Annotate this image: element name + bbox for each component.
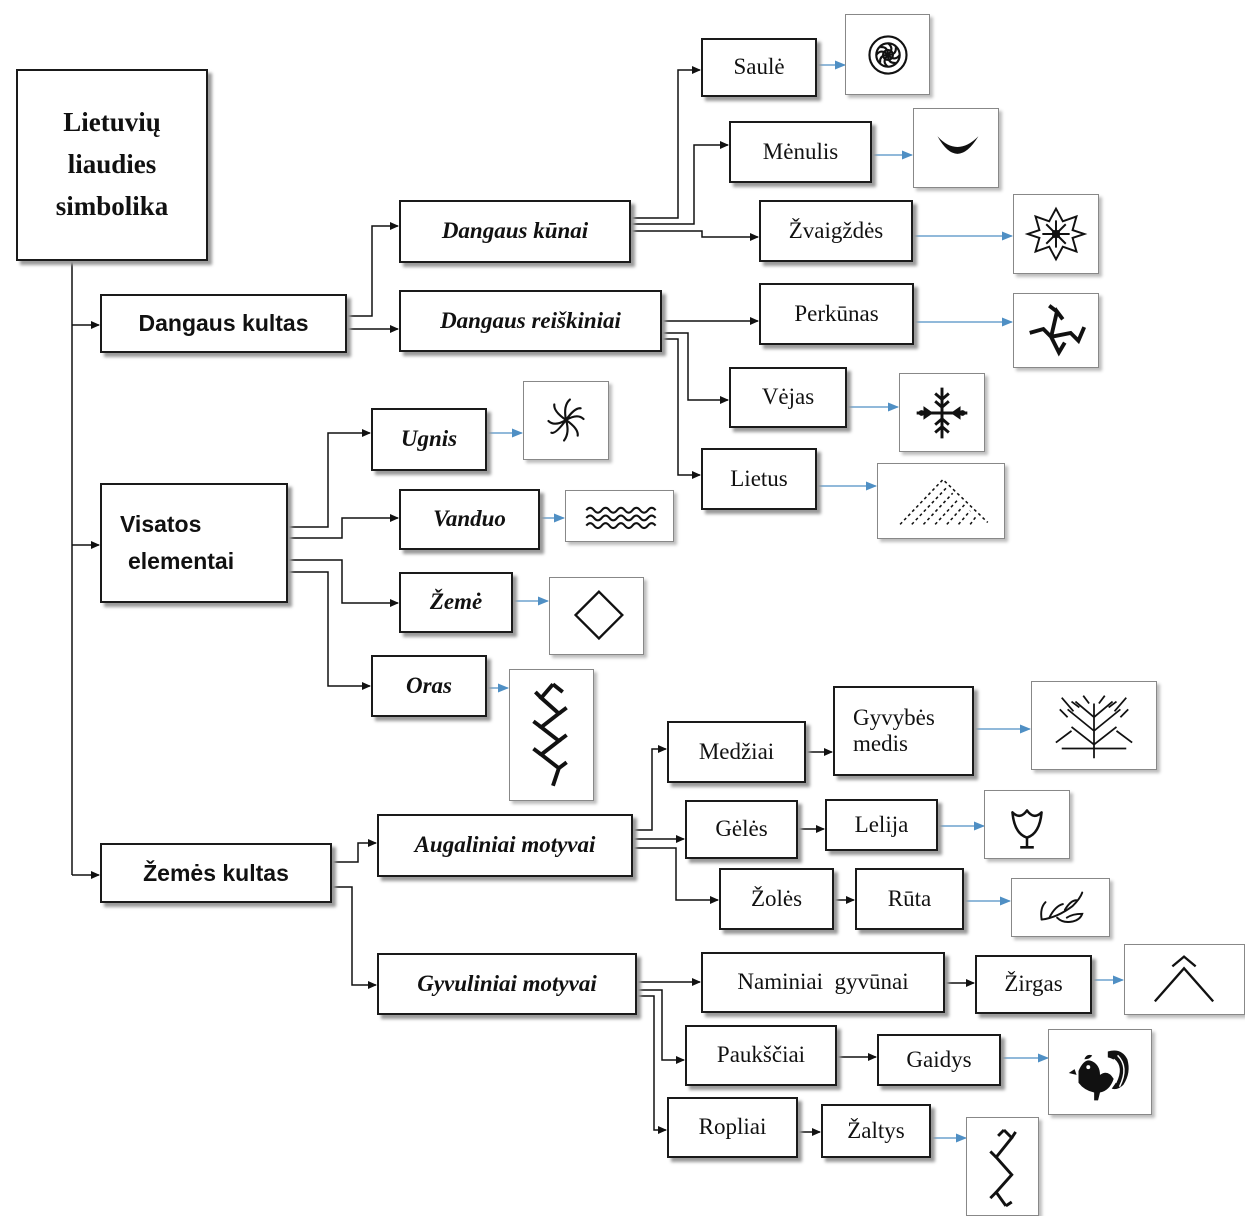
node-label: Oras bbox=[405, 672, 452, 698]
node-label-line: elementai bbox=[128, 548, 235, 574]
node-label: Žolės bbox=[750, 885, 803, 911]
node-label: Vanduo bbox=[433, 506, 506, 532]
node-label: Visatos elementai bbox=[120, 506, 234, 580]
node-label: Ugnis bbox=[400, 426, 458, 452]
star-symbol-icon bbox=[1013, 194, 1099, 274]
node-label: Žvaigždės bbox=[788, 217, 884, 243]
root-title-line: liaudies bbox=[67, 149, 157, 180]
node-dangaus-reiskiniai: Dangaus reiškiniai bbox=[399, 290, 662, 352]
node-label: Saulė bbox=[733, 54, 785, 80]
node-dangaus-kunai: Dangaus kūnai bbox=[399, 200, 631, 263]
node-label: Gėlės bbox=[715, 816, 768, 842]
node-label: Žaltys bbox=[847, 1117, 905, 1143]
node-lelija: Lelija bbox=[825, 799, 938, 851]
sun-symbol-icon bbox=[845, 14, 930, 95]
node-geles: Gėlės bbox=[685, 800, 798, 859]
rue-symbol-icon bbox=[1011, 878, 1110, 937]
node-label: Gaidys bbox=[906, 1046, 972, 1072]
node-augaliniai-motyvai: Augaliniai motyvai bbox=[377, 814, 633, 877]
root-title-line: simbolika bbox=[55, 190, 169, 221]
earth-symbol-icon bbox=[549, 577, 644, 655]
node-label: Dangaus kūnai bbox=[441, 218, 589, 244]
node-label: Ropliai bbox=[698, 1114, 767, 1140]
node-dangaus-kultas: Dangaus kultas bbox=[100, 294, 347, 353]
node-saule: Saulė bbox=[701, 38, 817, 97]
node-label-line: Visatos bbox=[120, 511, 202, 538]
node-zoles: Žolės bbox=[719, 868, 834, 930]
node-vanduo: Vanduo bbox=[399, 489, 540, 550]
node-label: Augaliniai motyvai bbox=[414, 832, 596, 858]
node-gyvybes-medis: Gyvybės medis bbox=[833, 686, 974, 776]
node-label: Dangaus reiškiniai bbox=[440, 307, 621, 333]
node-zirgas: Žirgas bbox=[975, 955, 1092, 1014]
node-label: Žemė bbox=[429, 589, 483, 615]
node-label: Lietus bbox=[730, 465, 788, 491]
node-label: Mėnulis bbox=[762, 138, 839, 164]
water-symbol-icon bbox=[565, 490, 674, 542]
node-zaltys: Žaltys bbox=[821, 1104, 931, 1158]
moon-symbol-icon bbox=[913, 108, 999, 188]
grass-snake-symbol-icon bbox=[966, 1117, 1039, 1216]
node-label: Vėjas bbox=[761, 384, 815, 410]
node-medziai: Medžiai bbox=[667, 721, 806, 783]
node-label: Rūta bbox=[887, 885, 932, 911]
node-naminiai-gyvunai: Naminiai gyvūnai bbox=[701, 952, 945, 1013]
node-pauksciai: Paukščiai bbox=[685, 1025, 837, 1086]
node-visatos-elementai: Visatos elementai bbox=[100, 483, 288, 603]
node-perkunas: Perkūnas bbox=[759, 283, 914, 345]
root-box: Lietuvių liaudies simbolika bbox=[16, 69, 208, 261]
node-menulis: Mėnulis bbox=[729, 121, 872, 183]
horse-symbol-icon bbox=[1124, 944, 1245, 1015]
node-zeme: Žemė bbox=[399, 572, 513, 633]
wind-symbol-icon bbox=[899, 373, 985, 452]
node-label-line: Gyvybės bbox=[853, 704, 935, 730]
node-ruta: Rūta bbox=[855, 868, 964, 930]
node-gaidys: Gaidys bbox=[877, 1034, 1001, 1086]
node-label: Naminiai gyvūnai bbox=[737, 969, 909, 995]
node-lietus: Lietus bbox=[701, 448, 817, 510]
node-label: Gyvuliniai motyvai bbox=[417, 970, 597, 996]
node-gyvuliniai-motyvai: Gyvuliniai motyvai bbox=[377, 953, 637, 1015]
node-label-line: medis bbox=[853, 731, 908, 756]
node-zemes-kultas: Žemės kultas bbox=[100, 843, 332, 903]
root-title-line: Lietuvių bbox=[63, 107, 161, 138]
node-label: Žemės kultas bbox=[143, 859, 289, 886]
node-ugnis: Ugnis bbox=[371, 408, 487, 471]
node-label: Žirgas bbox=[1004, 971, 1063, 997]
fire-symbol-icon bbox=[523, 381, 609, 460]
rooster-symbol-icon bbox=[1048, 1029, 1152, 1115]
lily-symbol-icon bbox=[984, 790, 1070, 859]
node-zvaigzdes: Žvaigždės bbox=[759, 200, 913, 262]
rain-symbol-icon bbox=[877, 463, 1005, 539]
node-label: Lelija bbox=[854, 811, 909, 837]
node-label: Paukščiai bbox=[716, 1042, 806, 1068]
node-label: Medžiai bbox=[698, 738, 775, 764]
root-title: Lietuvių liaudies simbolika bbox=[56, 102, 169, 228]
node-ropliai: Ropliai bbox=[667, 1097, 798, 1158]
node-label: Gyvybės medis bbox=[853, 705, 935, 758]
air-symbol-icon bbox=[509, 669, 594, 801]
node-oras: Oras bbox=[371, 655, 487, 717]
thunder-symbol-icon bbox=[1013, 293, 1099, 368]
tree-of-life-symbol-icon bbox=[1031, 681, 1157, 770]
node-vejas: Vėjas bbox=[729, 367, 847, 428]
node-label: Perkūnas bbox=[794, 300, 879, 326]
node-label: Dangaus kultas bbox=[138, 310, 309, 337]
